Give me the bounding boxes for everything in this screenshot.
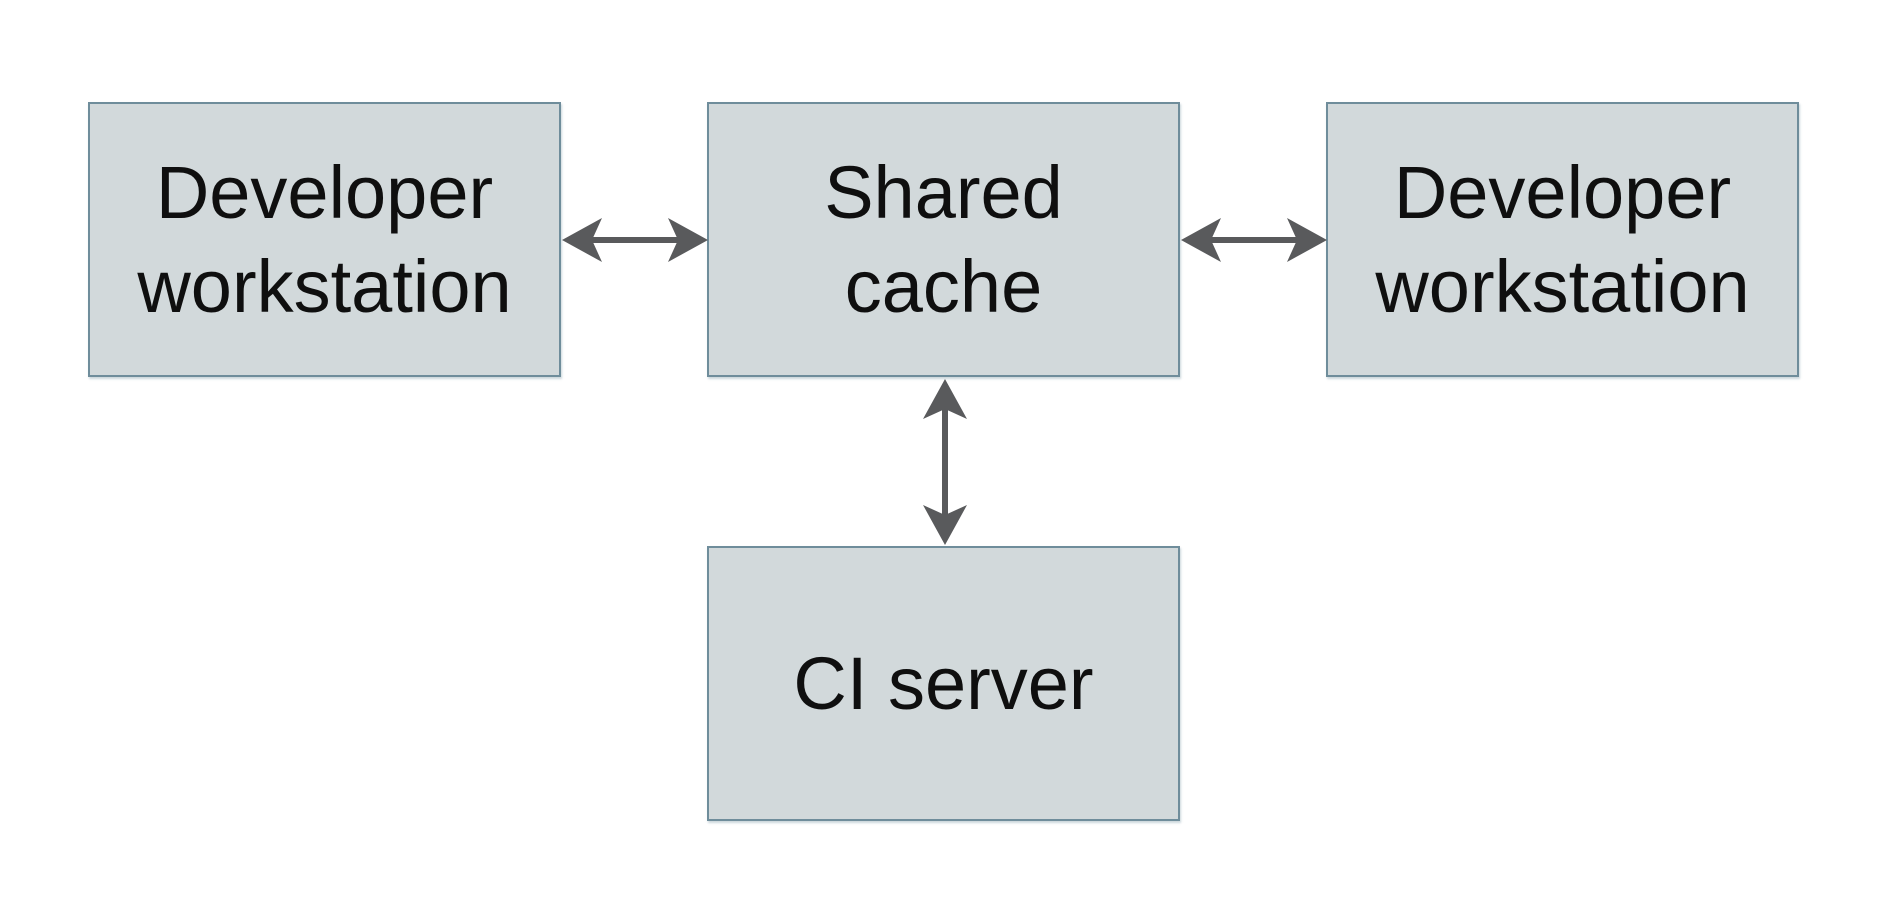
node-label: Developer workstation [1375, 151, 1750, 328]
node-label: CI server [793, 641, 1094, 725]
node-ci-server: CI server [707, 546, 1180, 821]
node-shared-cache: Shared cache [707, 102, 1180, 377]
node-label: Shared cache [824, 151, 1063, 328]
double-arrow-cache-to-workstation-right-icon [1179, 212, 1329, 268]
double-arrow-workstation-left-to-cache-icon [560, 212, 710, 268]
double-arrow-cache-to-ci-server-icon [917, 377, 973, 547]
node-developer-workstation-right: Developer workstation [1326, 102, 1799, 377]
node-developer-workstation-left: Developer workstation [88, 102, 561, 377]
node-label: Developer workstation [137, 151, 512, 328]
